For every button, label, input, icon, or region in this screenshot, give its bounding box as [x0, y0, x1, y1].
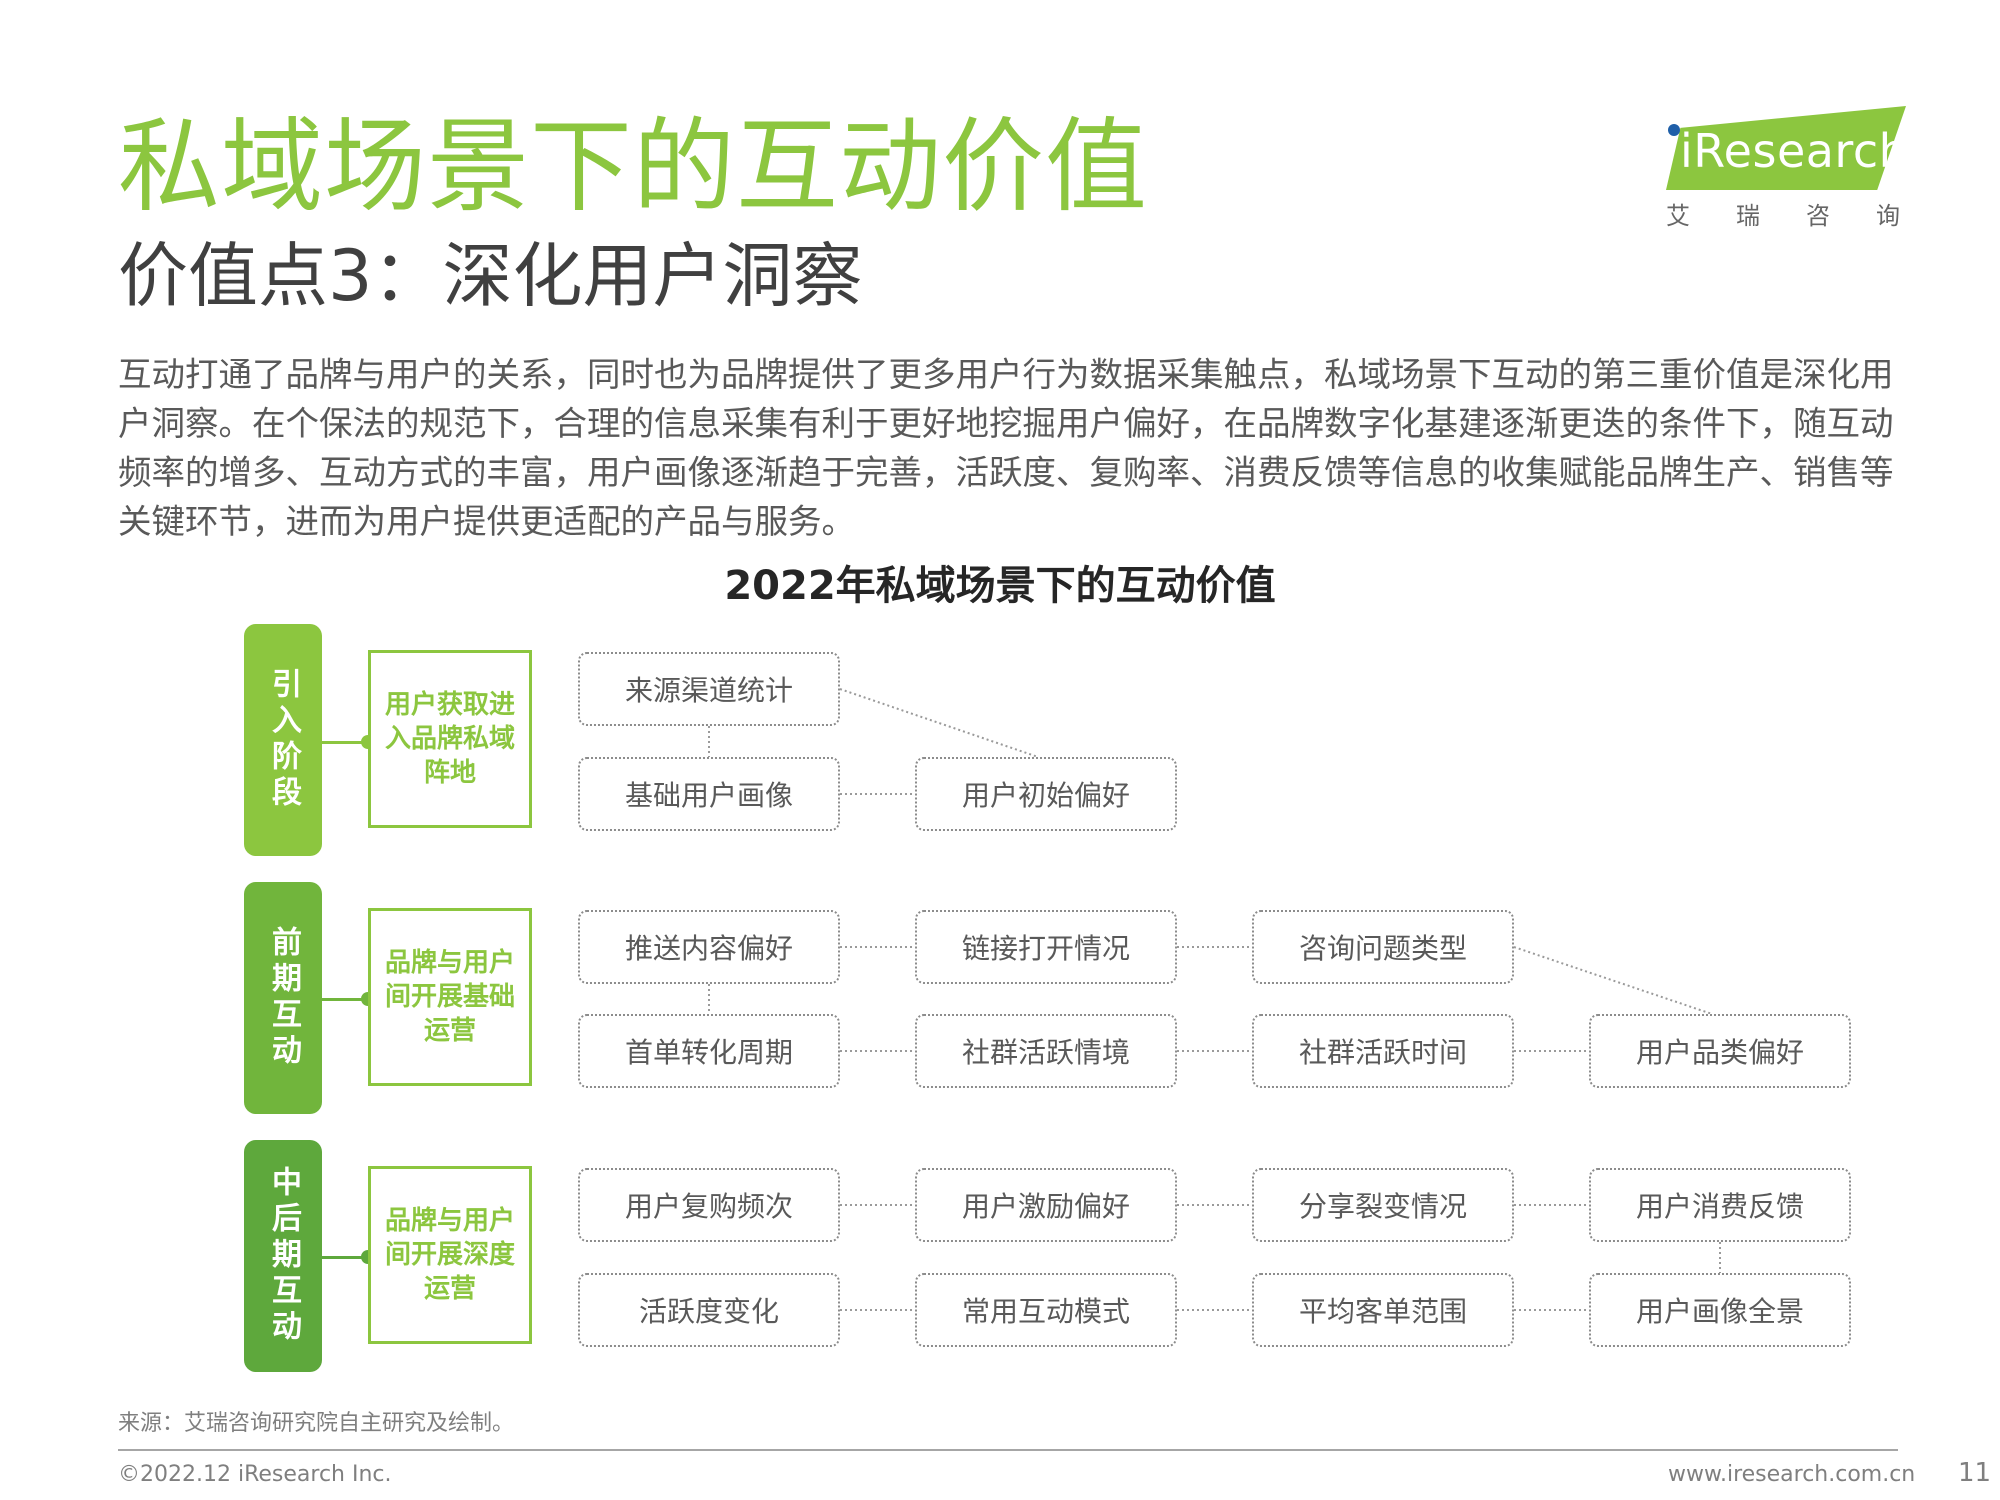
node-link-open: 链接打开情况: [915, 910, 1177, 984]
diagram-title: 2022年私域场景下的互动价值: [724, 563, 1276, 609]
node-incentive-preference: 用户激励偏好: [915, 1168, 1177, 1242]
stage-bar-early: 前期互动: [244, 882, 322, 1114]
node-activity-change: 活跃度变化: [578, 1273, 840, 1347]
intro-line: 关键环节，进而为用户提供更适配的产品与服务。: [118, 502, 855, 541]
node-inquiry-type: 咨询问题类型: [1252, 910, 1514, 984]
node-community-context: 社群活跃情境: [915, 1014, 1177, 1088]
node-push-preference: 推送内容偏好: [578, 910, 840, 984]
node-community-time: 社群活跃时间: [1252, 1014, 1514, 1088]
logo-dot: [1668, 124, 1680, 136]
logo-brand-text: iResearch: [1680, 124, 1909, 178]
stage-goal-intro: 用户获取进入品牌私域阵地: [368, 650, 532, 828]
intro-line: 频率的增多、互动方式的丰富，用户画像逐渐趋于完善，活跃度、复购率、消费反馈等信息…: [118, 453, 1894, 492]
node-interaction-mode: 常用互动模式: [915, 1273, 1177, 1347]
footer-divider: [118, 1449, 1898, 1451]
source-note: 来源：艾瑞咨询研究院自主研究及绘制。: [118, 1411, 515, 1436]
connector-line: [1513, 946, 1713, 1015]
stage-connector: [322, 741, 368, 744]
intro-line: 互动打通了品牌与用户的关系，同时也为品牌提供了更多用户行为数据采集触点，私域场景…: [118, 355, 1894, 394]
intro-line: 户洞察。在个保法的规范下，合理的信息采集有利于更好地挖掘用户偏好，在品牌数字化基…: [118, 404, 1894, 443]
logo-cn-text: 艾瑞咨询: [1666, 202, 1946, 230]
node-full-profile: 用户画像全景: [1589, 1273, 1851, 1347]
copyright: ©2022.12 iResearch Inc.: [118, 1462, 392, 1487]
page-number: 11: [1958, 1458, 1992, 1488]
stage-connector: [322, 998, 368, 1001]
node-basic-profile: 基础用户画像: [578, 757, 840, 831]
website-link[interactable]: www.iresearch.com.cn: [1668, 1462, 1916, 1487]
stage-bar-late: 中后期互动: [244, 1140, 322, 1372]
iresearch-logo: iResearch 艾瑞咨询: [1660, 106, 1910, 230]
stage-connector: [322, 1256, 368, 1259]
node-order-range: 平均客单范围: [1252, 1273, 1514, 1347]
page-title: 私域场景下的互动价值: [118, 108, 1148, 227]
node-category-preference: 用户品类偏好: [1589, 1014, 1851, 1088]
node-consumer-feedback: 用户消费反馈: [1589, 1168, 1851, 1242]
stage-bar-intro: 引入阶段: [244, 624, 322, 856]
node-share-fission: 分享裂变情况: [1252, 1168, 1514, 1242]
node-repurchase-frequency: 用户复购频次: [578, 1168, 840, 1242]
connector-line: [839, 688, 1039, 758]
node-first-order-cycle: 首单转化周期: [578, 1014, 840, 1088]
node-initial-preference: 用户初始偏好: [915, 757, 1177, 831]
intro-paragraph: 互动打通了品牌与用户的关系，同时也为品牌提供了更多用户行为数据采集触点，私域场景…: [118, 350, 1898, 546]
page-subtitle: 价值点3：深化用户洞察: [118, 235, 863, 317]
node-source-channel: 来源渠道统计: [578, 652, 840, 726]
stage-goal-late: 品牌与用户间开展深度运营: [368, 1166, 532, 1344]
stage-goal-early: 品牌与用户间开展基础运营: [368, 908, 532, 1086]
